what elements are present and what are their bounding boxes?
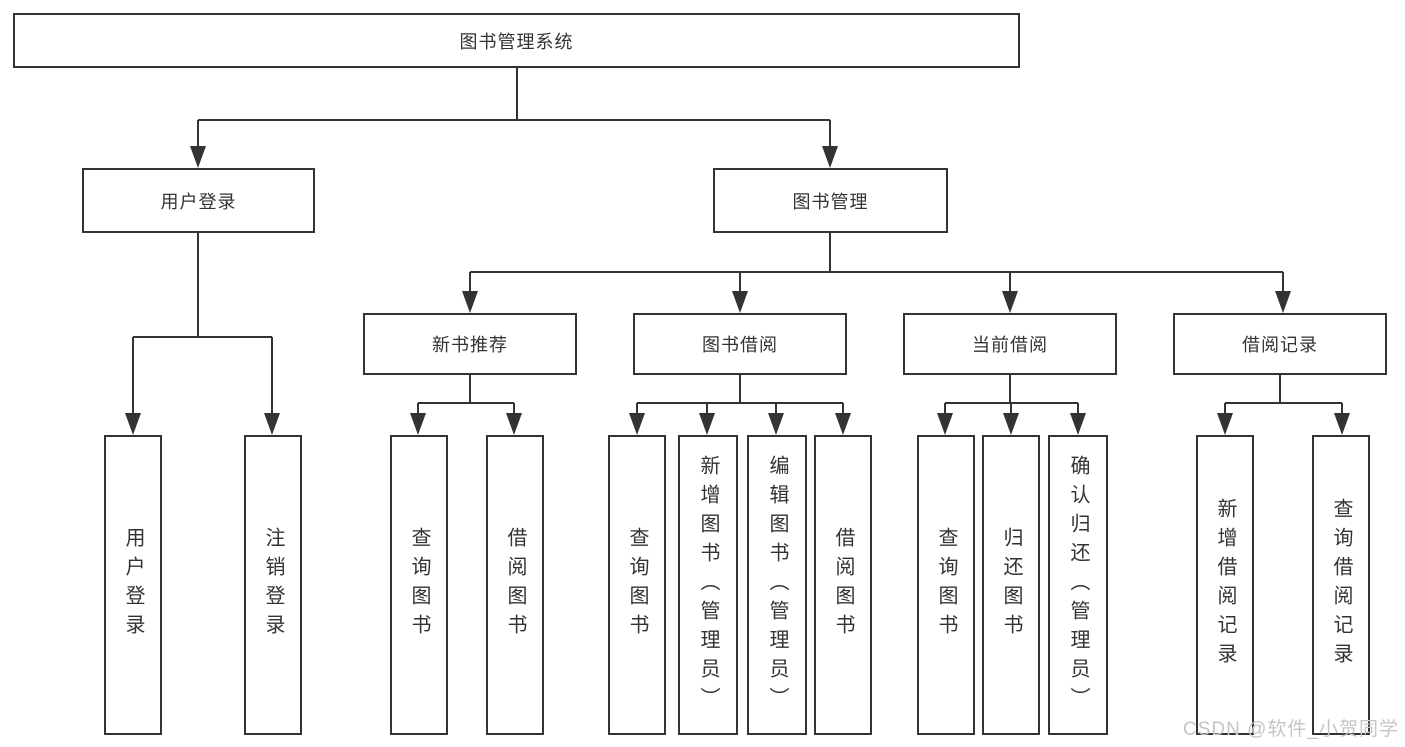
node-label: 用户登录: [122, 527, 144, 643]
leaf-confirm-return-admin: 确认归还（管理员）: [1048, 435, 1108, 735]
node-library-management-system: 图书管理系统: [13, 13, 1020, 68]
leaf-edit-books-admin: 编辑图书（管理员）: [747, 435, 807, 735]
node-label: 注销登录: [262, 527, 284, 643]
leaf-logout: 注销登录: [244, 435, 302, 735]
node-label: 借阅图书: [504, 527, 526, 643]
node-label: 图书管理系统: [459, 31, 574, 52]
node-label: 借阅图书: [832, 527, 854, 643]
leaf-query-books-current: 查询图书: [917, 435, 975, 735]
node-current-borrowing: 当前借阅: [903, 313, 1117, 375]
leaf-add-books-admin: 新增图书（管理员）: [678, 435, 738, 735]
csdn-watermark: CSDN @软件_小贺同学: [1183, 719, 1399, 740]
node-label: 编辑图书（管理员）: [766, 454, 788, 716]
node-label: 用户登录: [160, 191, 237, 212]
node-user-login: 用户登录: [82, 168, 315, 233]
node-book-borrowing: 图书借阅: [633, 313, 847, 375]
leaf-user-login: 用户登录: [104, 435, 162, 735]
node-label: 借阅记录: [1242, 335, 1318, 355]
node-new-book-recommendation: 新书推荐: [363, 313, 577, 375]
node-label: 图书管理: [792, 191, 869, 212]
leaf-query-borrow-record: 查询借阅记录: [1312, 435, 1370, 735]
node-label: 新书推荐: [432, 335, 508, 355]
node-label: 归还图书: [1000, 527, 1022, 643]
node-label: 新增借阅记录: [1214, 498, 1236, 672]
leaf-query-books-recommend: 查询图书: [390, 435, 448, 735]
leaf-query-books-borrow: 查询图书: [608, 435, 666, 735]
node-label: 新增图书（管理员）: [697, 454, 719, 716]
leaf-borrow-books-recommend: 借阅图书: [486, 435, 544, 735]
node-label: 查询图书: [408, 527, 430, 643]
node-label: 查询图书: [935, 527, 957, 643]
leaf-return-books: 归还图书: [982, 435, 1040, 735]
leaf-add-borrow-record: 新增借阅记录: [1196, 435, 1254, 735]
node-label: 查询借阅记录: [1330, 498, 1352, 672]
node-label: 查询图书: [626, 527, 648, 643]
node-book-management: 图书管理: [713, 168, 948, 233]
node-label: 确认归还（管理员）: [1067, 454, 1089, 716]
node-label: 当前借阅: [972, 335, 1048, 355]
node-borrowing-records: 借阅记录: [1173, 313, 1387, 375]
leaf-borrow-books: 借阅图书: [814, 435, 872, 735]
node-label: 图书借阅: [702, 335, 778, 355]
